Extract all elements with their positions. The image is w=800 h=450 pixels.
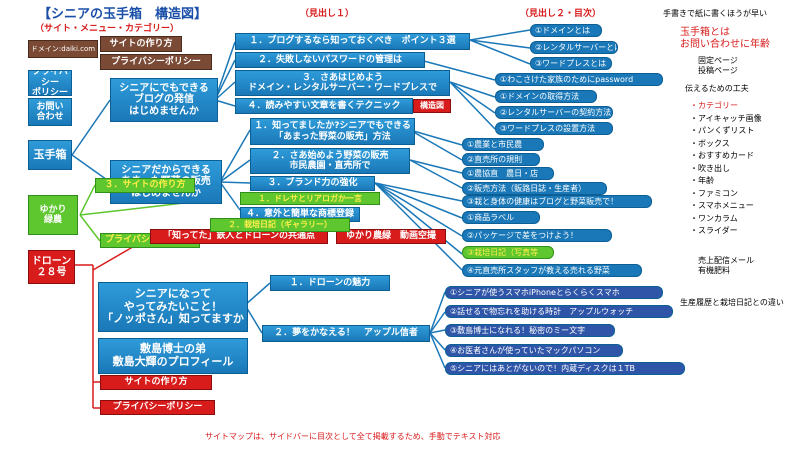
red-site-howto[interactable]: サイトの作り方 [100, 375, 212, 390]
feature-item: ・スライダー [690, 226, 738, 235]
top-note: 手書きで紙に書くほうが早い [663, 9, 767, 18]
h2-sales-method[interactable]: ②販売方法（販路日誌・生産者） [462, 182, 607, 195]
menu-site-howto[interactable]: サイトの作り方 [100, 36, 182, 52]
h2-password-family[interactable]: ①わこさけた家族のためにpassword [495, 73, 663, 86]
h2-server-what[interactable]: ②レンタルサーバーとは [530, 41, 618, 54]
h2-disk[interactable]: ⑤シニアにはあとがないので！内蔵ディスクは１TB [445, 362, 685, 375]
sidebar-yukari[interactable]: ゆかり 緑農 [28, 195, 78, 235]
feature-item: ・カテゴリー [690, 101, 738, 110]
h2-wp-what[interactable]: ③ワードプレスとは [530, 57, 612, 70]
h2-wp-install[interactable]: ③ワードプレスの設置方法 [495, 122, 613, 135]
note-pages: 固定ページ 投稿ページ [698, 56, 738, 75]
h1-apple[interactable]: ２．夢をかなえる！ アップル信者 [262, 325, 430, 342]
h1-drone-charm[interactable]: １．ドローンの魅力 [270, 275, 390, 291]
menu-privacy[interactable]: プライバシーポリシー [100, 54, 212, 70]
feature-item: ・吹き出し [690, 163, 730, 173]
group-blog[interactable]: シニアにでもできる ブログの発信 はじめませんか [110, 78, 218, 122]
sidebar-drone[interactable]: ドローン ２８号 [28, 250, 75, 284]
h1-writing-tag[interactable]: 構造図 [413, 99, 451, 113]
group-nopposan[interactable]: シニアになって やってみたいこと！ 「ノッポさん」知ってますか [98, 282, 248, 332]
sidebar-privacy[interactable]: プライバシー ポリシー [28, 70, 72, 96]
h2-domain-get[interactable]: ①ドメインの取得方法 [495, 90, 597, 103]
note-ideas: 伝えるための工夫 [685, 84, 749, 93]
feature-item: ・おすすめカード [690, 151, 754, 160]
h2-market-rules[interactable]: ②直売所の規則 [462, 153, 540, 166]
red-privacy[interactable]: プライバシーポリシー [100, 400, 215, 415]
bottom-note: サイトマップは、サイドバーに目次として全て掲載するため、手動でテキスト対応 [205, 432, 501, 441]
h1-veg-blog[interactable]: １．ドレサとリアロガか一言 [240, 192, 380, 205]
h1-domain-server[interactable]: ３．さあはじめよう ドメイン・レンタルサーバー・ワードプレスで [235, 70, 450, 96]
h1-veg-howto[interactable]: １．知ってましたか?シニアでもできる 「あまった野菜の販売」方法 [250, 118, 415, 145]
h1-writing[interactable]: ４．読みやすい文章を書くテクニック [235, 98, 413, 114]
h2-memoji[interactable]: ③敷島博士になれる！秘密のミー文字 [445, 324, 615, 337]
h2-health[interactable]: ③栽と身体の健康はブログと野菜販売で！ [462, 195, 652, 208]
h1-blog-points[interactable]: １．ブログするなら知っておくべき ポイント３選 [235, 33, 470, 50]
h2-mac[interactable]: ④お医者さんが使っていたマックパソコン [445, 344, 623, 357]
feature-item: ・ファミコン [690, 188, 738, 198]
h1-diary[interactable]: ２．栽培日記（ギャラリー） [210, 218, 350, 232]
page-subtitle: （サイト・メニュー・カテゴリー） [35, 24, 180, 34]
h2-domain-what[interactable]: ①ドメインとは [530, 24, 602, 37]
feature-item: ・ワンカラム [690, 213, 738, 223]
h2-package[interactable]: ②パッケージで差をつけよう！ [462, 229, 612, 242]
h2-staff-veg[interactable]: ④元直売所スタッフが教える売れる野菜 [462, 264, 642, 277]
feature-item: ・パンくずリスト [690, 126, 755, 135]
feature-item: ・ボックス [690, 138, 730, 148]
h2-coop[interactable]: ①農協直 農日・店 [462, 167, 554, 180]
h1-veg-start[interactable]: ２．さあ始めよう野菜の販売 市民農園・直売所で [250, 148, 410, 174]
note-history: 生産履歴と栽培日記との違い [680, 298, 784, 307]
feature-item: ・スマホメニュー [690, 201, 754, 210]
feature-item: ・アイキャッチ画像 [690, 113, 762, 123]
group-profile[interactable]: 敷島博士の弟 敷島大輝のプロフィール [98, 338, 248, 374]
note-mail: 売上配信メール 有機肥料 [698, 256, 754, 275]
h2-label[interactable]: ①商品ラベル [462, 211, 540, 224]
domain-box[interactable]: ドメイン:daiki.com [28, 40, 98, 58]
sidebar-tamatebako[interactable]: 玉手箱 [28, 140, 72, 170]
h2-farm-market[interactable]: ①農業と市民農 [462, 138, 544, 151]
h1-password[interactable]: ２．失敗しないパスワードの管理は [235, 52, 425, 68]
h2-server-contract[interactable]: ②レンタルサーバーの契約方法 [495, 106, 613, 119]
heading2-label: （見出し２・目次） [520, 9, 602, 19]
h2-diary-photo[interactable]: ③栽培日記（写真等 [462, 246, 554, 259]
sidebar-contact[interactable]: お問い 合わせ [28, 98, 72, 126]
heading1-label: （見出し１） [300, 9, 355, 19]
green-site-howto[interactable]: ３．サイトの作り方 [95, 178, 195, 193]
page-title: 【シニアの玉手箱 構造図】 [38, 7, 208, 22]
h2-iphone[interactable]: ①シニアが使うスマホiPhoneとらくらくスマホ [445, 286, 663, 299]
features-list: ・カテゴリー ・アイキャッチ画像 ・パンくずリスト ・ボックス ・おすすめカード… [690, 100, 762, 238]
note-what-is: 玉手箱とは お問い合わせに年齢 [680, 27, 770, 50]
feature-item: ・年齢 [690, 176, 714, 185]
h1-brand[interactable]: ３．ブランド力の強化 [250, 176, 375, 191]
h2-watch[interactable]: ②話せるで物忘れを助ける時計 アップルウォッチ [445, 305, 673, 318]
drone-topic-2[interactable]: ゆかり農緑 動画空撮 [336, 229, 446, 244]
